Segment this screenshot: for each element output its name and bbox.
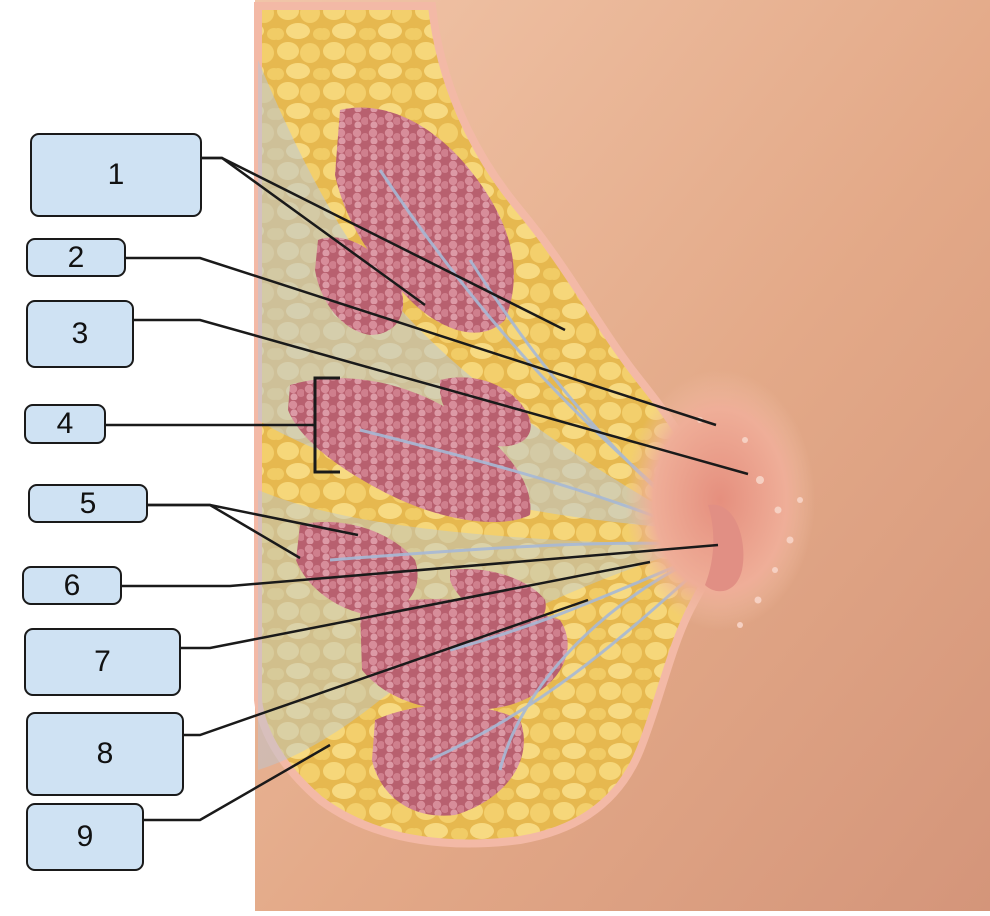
label-box-6[interactable]: 6 [22,566,122,605]
leader-line-3 [134,318,749,476]
label-text: 7 [94,645,111,678]
leader-line-6 [122,543,719,588]
nipple [705,504,744,592]
leader-line-8 [184,598,589,737]
label-text: 1 [107,158,125,191]
lobule [335,107,514,333]
leader-lines [106,156,749,822]
label-box-8[interactable]: 8 [26,712,184,796]
label-text: 4 [56,407,74,440]
lobule [296,521,418,615]
label-box-1[interactable]: 1 [30,133,202,217]
label-text: 3 [71,317,89,350]
label-box-9[interactable]: 9 [26,803,144,871]
leader-line-7 [181,560,651,650]
lobule [315,237,404,335]
label-box-5[interactable]: 5 [28,484,148,523]
leader-line-2 [126,256,717,427]
areola [625,370,815,630]
label-text: 8 [96,737,114,770]
label-box-3[interactable]: 3 [26,300,134,368]
leader-line-9 [144,743,331,822]
label-box-4[interactable]: 4 [24,404,106,444]
lobule [360,599,568,711]
leader-line-1b [202,156,566,332]
label-box-2[interactable]: 2 [26,238,126,277]
lobule [288,378,531,523]
label-box-7[interactable]: 7 [24,628,181,696]
label-text: 9 [76,820,94,853]
label-text: 5 [79,486,97,520]
label-text: 2 [67,240,85,274]
label-text: 6 [63,568,81,602]
leader-line-5b [148,503,301,560]
